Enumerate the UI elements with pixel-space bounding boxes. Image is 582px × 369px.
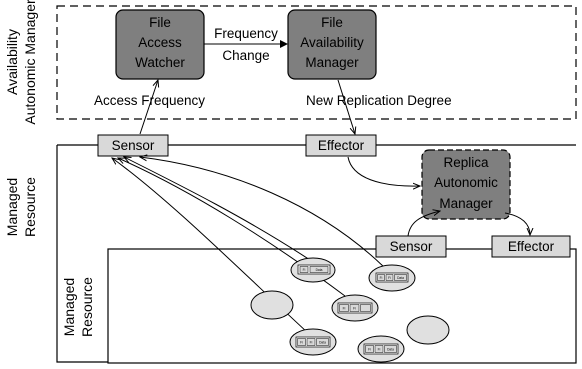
managed-resource-outer-line2: Resource xyxy=(22,177,38,237)
node-b-to-sensor-arrow xyxy=(140,157,386,269)
managed-resource-outer-line1: Managed xyxy=(4,178,20,236)
inner-effector-label: Effector xyxy=(508,239,555,254)
replica-autonomic-manager-box xyxy=(421,149,511,220)
new-replication-degree-arrow xyxy=(337,79,355,134)
new-replication-degree-label: New Replication Degree xyxy=(306,93,452,108)
file-access-watcher-line2: Access xyxy=(138,35,182,50)
data-node-d: Fi Fi Data xyxy=(289,328,337,356)
mini-label: Fi xyxy=(388,276,391,280)
data-node-e: Fi Fi Data xyxy=(357,335,405,363)
inner-sensor-box xyxy=(375,235,447,258)
outer-effector-box xyxy=(305,134,377,157)
mini-label: Fi xyxy=(378,348,381,352)
file-availability-manager-box xyxy=(287,9,377,80)
availability-label-line2: Autonomic Manager xyxy=(22,0,38,125)
file-availability-manager-line2: Availability xyxy=(300,35,364,50)
replica-manager-line1: Replica xyxy=(443,155,489,170)
mini-label: Fi xyxy=(368,348,371,352)
effector-to-replica-arrow xyxy=(347,156,420,186)
empty-node-2 xyxy=(406,315,450,345)
access-frequency-label: Access Frequency xyxy=(94,93,205,108)
mini-label: Fi xyxy=(303,268,306,272)
mini-label: Fi xyxy=(310,341,313,345)
frequency-change-line1: Frequency xyxy=(214,26,278,41)
replica-to-inner-effector-arrow xyxy=(504,212,530,235)
inner-sensor-label: Sensor xyxy=(390,239,433,254)
file-availability-manager-line3: Manager xyxy=(305,55,359,70)
replica-manager-line2: Autonomic xyxy=(434,175,498,190)
data-node-a: Fi Data xyxy=(290,257,336,283)
outer-effector-label: Effector xyxy=(318,138,365,153)
mini-label: Fi xyxy=(343,307,346,311)
mini-label: Data xyxy=(387,348,394,352)
managed-resource-inner-line2: Resource xyxy=(79,277,95,337)
file-availability-manager-line1: File xyxy=(321,15,343,30)
mini-label: Fi xyxy=(380,276,383,280)
mini-label: Fi xyxy=(300,341,303,345)
replica-manager-line3: Manager xyxy=(439,196,493,211)
node-a-to-sensor-arrow xyxy=(124,157,314,263)
outer-sensor-box xyxy=(97,134,169,157)
data-node-b: Fi Fi Data xyxy=(368,264,416,292)
mini-label: Data xyxy=(319,341,326,345)
mini-label: Data xyxy=(316,268,323,272)
empty-node-1 xyxy=(250,290,294,320)
inner-sensor-to-replica-arrow xyxy=(407,211,440,237)
file-access-watcher-line3: Watcher xyxy=(135,55,185,70)
outer-sensor-label: Sensor xyxy=(112,138,155,153)
frequency-change-line2: Change xyxy=(222,48,269,63)
managed-resource-inner-line1: Managed xyxy=(61,278,77,336)
availability-manager-region xyxy=(56,5,577,120)
data-node-c: Fi Fi xyxy=(331,294,379,322)
mini-label: Fi xyxy=(353,307,356,311)
availability-label-line1: Availability xyxy=(4,29,20,95)
access-frequency-arrow xyxy=(139,80,158,135)
mini-label: Data xyxy=(397,276,404,280)
file-access-watcher-line1: File xyxy=(149,15,171,30)
